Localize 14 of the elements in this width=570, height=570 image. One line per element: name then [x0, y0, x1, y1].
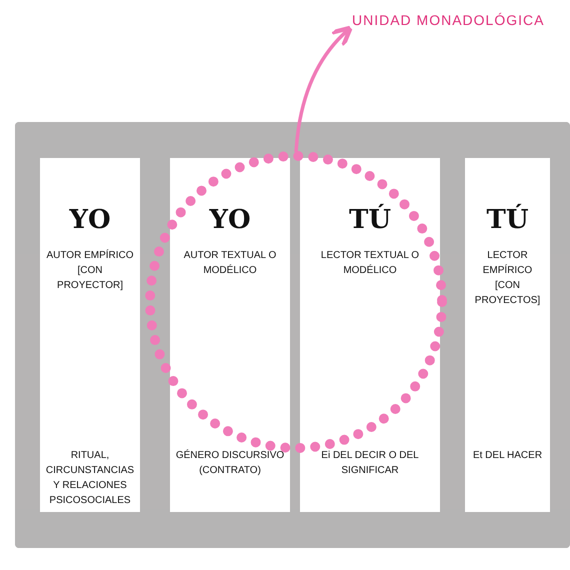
role-text: LECTOR TEXTUAL O MODÉLICO: [320, 249, 420, 278]
arrow: [294, 25, 353, 152]
role-text: LECTOR EMPÍRICO [CON PROYECTOS]: [474, 249, 542, 308]
context-text: RITUAL, CIRCUNSTANCIAS Y RELACIONES PSICOSOCIALES: [44, 449, 136, 508]
pronoun-heading: YO: [69, 205, 111, 235]
context-text: Ei DEL DECIR O DEL SIGNIFICAR: [320, 449, 420, 478]
title-text: UNIDAD MONADOLÓGICA: [352, 12, 544, 28]
role-text: AUTOR EMPÍRICO [CON PROYECTOR]: [45, 248, 135, 293]
pronoun-heading: TÚ: [486, 205, 529, 235]
role-text: AUTOR TEXTUAL O MODÉLICO: [182, 249, 278, 278]
context-text: Et DEL HACER: [472, 449, 542, 463]
pronoun-heading: YO: [209, 205, 251, 235]
context-text: GÉNERO DISCURSIVO (CONTRATO): [174, 448, 286, 478]
pronoun-heading: TÚ: [348, 205, 392, 235]
